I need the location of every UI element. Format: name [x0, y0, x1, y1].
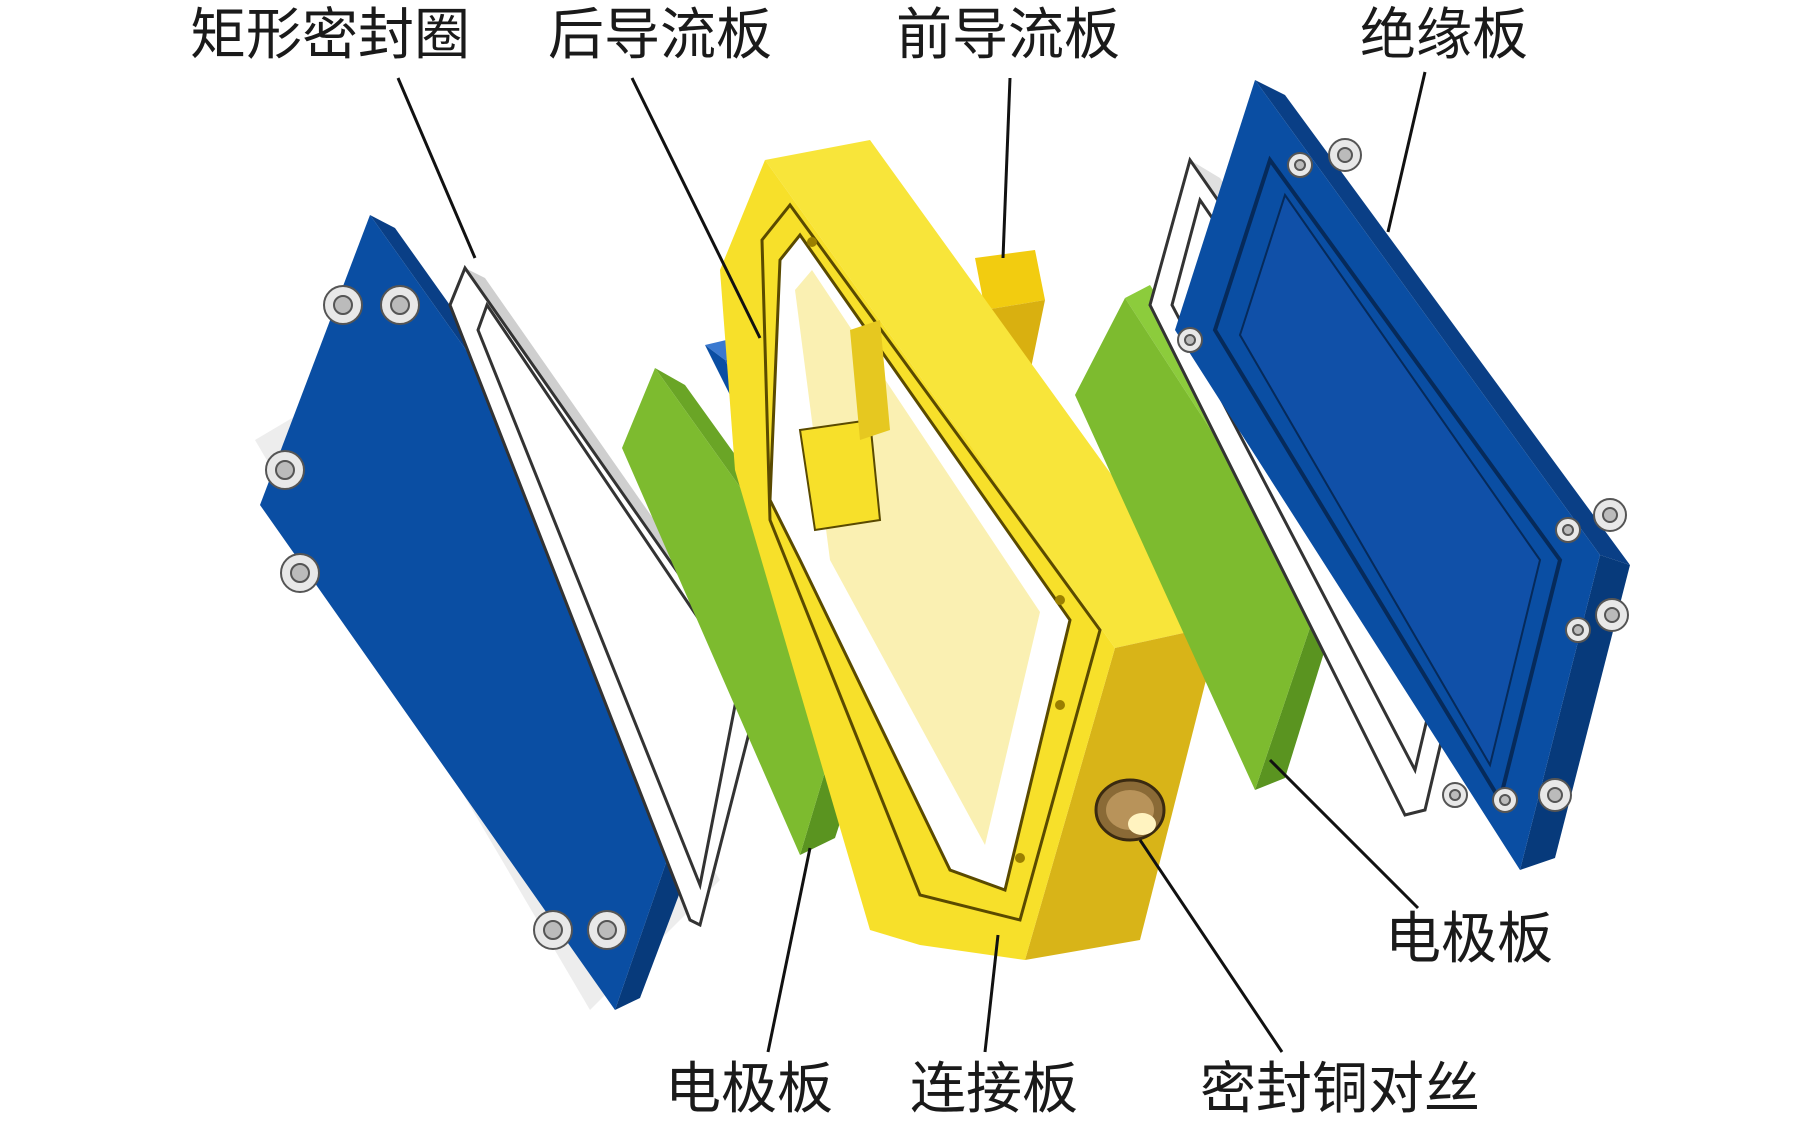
bolt-icon — [280, 553, 320, 593]
bolt-icon — [1595, 598, 1629, 632]
bolt-icon — [587, 910, 627, 950]
sealing-copper-fitting — [1094, 778, 1166, 842]
label-sealing-copper-fitting: 密封铜对丝 — [1200, 1057, 1480, 1122]
label-electrode-plate-right: 电极板 — [1385, 907, 1553, 972]
label-electrode-plate-left: 电极板 — [665, 1057, 833, 1122]
bolt-icon — [533, 910, 573, 950]
bolt-icon — [265, 450, 305, 490]
bolt-icon — [1287, 152, 1313, 178]
label-seal-ring: 矩形密封圈 — [190, 3, 470, 68]
leader-front-flow-plate — [1001, 77, 1012, 259]
bolt-icon — [1492, 787, 1518, 813]
leader-rear-flow-plate — [630, 77, 762, 339]
leader-connecting-plate — [983, 934, 1000, 1053]
bolt-icon — [380, 285, 420, 325]
bolt-icon — [1555, 517, 1581, 543]
connecting-plate — [720, 140, 1220, 960]
bolt-icon — [323, 285, 363, 325]
leader-electrode-plate-left — [766, 847, 812, 1053]
right-plate-bolts — [1177, 138, 1629, 813]
right-insulating-plate — [1175, 80, 1630, 870]
label-insulating-plate: 绝缘板 — [1360, 3, 1528, 68]
bolt-icon — [1593, 498, 1627, 532]
bolt-icon — [1328, 138, 1362, 172]
bolt-icon — [1538, 778, 1572, 812]
bolt-icon — [1442, 782, 1468, 808]
leader-electrode-plate-right — [1268, 758, 1420, 910]
leader-sealing-copper-fitting — [1138, 839, 1284, 1053]
leader-seal-ring — [396, 77, 477, 259]
label-rear-flow-plate: 后导流板 — [548, 3, 772, 68]
bolt-icon — [1177, 327, 1203, 353]
leader-lines — [396, 71, 1427, 1053]
label-front-flow-plate: 前导流板 — [896, 3, 1120, 68]
bolt-icon — [1565, 617, 1591, 643]
leader-insulating-plate — [1386, 71, 1427, 233]
label-connecting-plate: 连接板 — [910, 1057, 1078, 1122]
